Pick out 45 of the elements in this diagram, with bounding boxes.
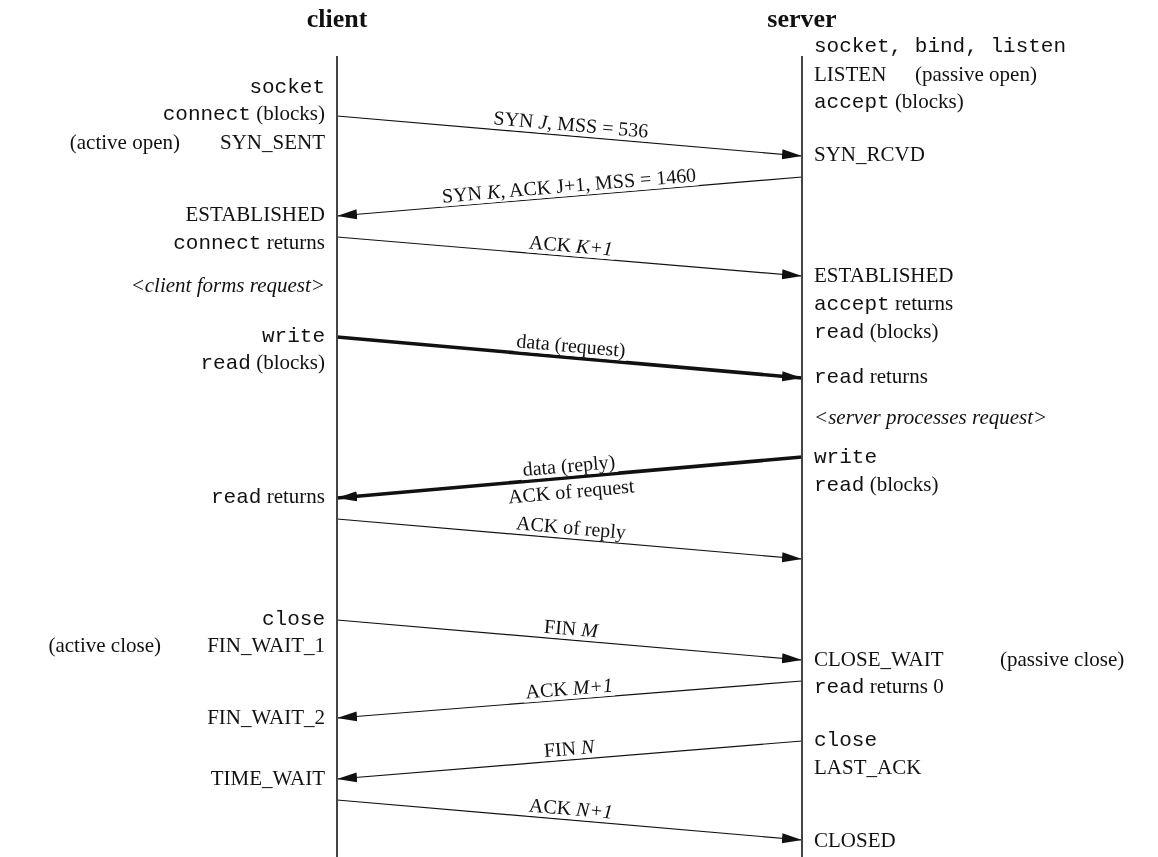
function-call-label: close (262, 607, 325, 632)
function-call-label: read returns (814, 364, 928, 390)
function-call-label: close (814, 728, 877, 753)
note: <server processes request> (814, 405, 1048, 429)
annotation: (passive close) (1000, 647, 1125, 671)
arrow (336, 335, 803, 382)
function-call-label: socket (249, 75, 325, 100)
arrow (336, 236, 803, 280)
function-call-label: read returns 0 (814, 674, 944, 700)
function-call-label: write (262, 324, 325, 349)
arrow (336, 740, 803, 783)
function-call-label: read returns (211, 484, 325, 510)
annotation: (active close) (48, 633, 161, 657)
arrow (336, 680, 803, 722)
arrow (336, 455, 803, 502)
arrow (336, 799, 803, 844)
state-label: CLOSE_WAIT (814, 647, 944, 671)
state-label: SYN_RCVD (814, 142, 925, 166)
arrow (336, 518, 803, 563)
arrow (336, 176, 803, 220)
state-label: LAST_ACK (814, 755, 922, 779)
lifeline-heading: server (767, 4, 837, 34)
state-label: FIN_WAIT_1 (207, 633, 325, 657)
function-call-label: accept returns (814, 291, 954, 317)
arrow (336, 115, 803, 160)
lifeline-heading: client (306, 4, 368, 34)
note: <client forms request> (130, 273, 325, 297)
state-label: ESTABLISHED (814, 263, 954, 287)
arrow (336, 619, 803, 664)
state-label: CLOSED (814, 828, 896, 852)
function-call-label: read (blocks) (200, 350, 325, 376)
state-label: TIME_WAIT (210, 766, 325, 790)
annotation: (passive open) (915, 62, 1037, 86)
function-call-label: read (blocks) (814, 319, 939, 345)
state-label: FIN_WAIT_2 (207, 705, 325, 729)
state-label: SYN_SENT (220, 130, 325, 154)
annotation: (active open) (69, 130, 180, 154)
function-call-label: write (814, 445, 877, 470)
function-call-label: read (blocks) (814, 472, 939, 498)
function-call-label: accept (blocks) (814, 89, 964, 115)
state-label: ESTABLISHED (185, 202, 325, 226)
function-call-label: connect (blocks) (162, 101, 325, 127)
function-call-label: connect returns (173, 230, 325, 256)
state-label: LISTEN (814, 62, 887, 86)
function-call-label: socket, bind, listen (814, 34, 1067, 59)
